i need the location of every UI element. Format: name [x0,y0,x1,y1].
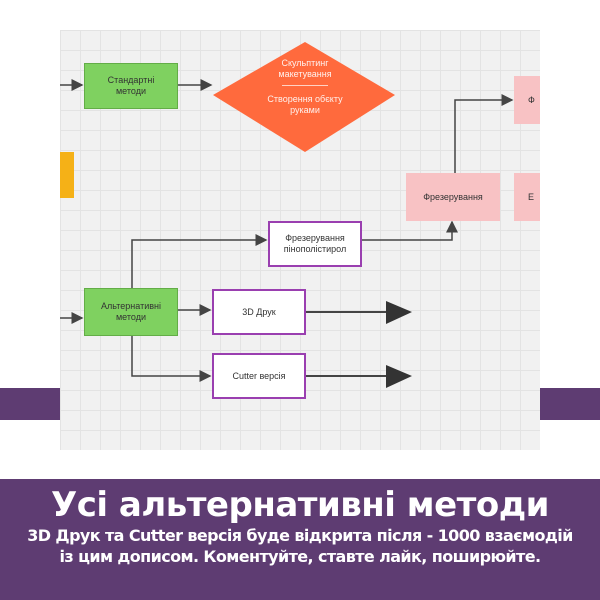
edge-diamond-to-top-right [454,94,514,180]
caption-panel: Усі альтернативні методи 3D Друк та Cutt… [0,479,600,600]
arrowhead-cutter-output [386,365,412,388]
milling-foam-label: Фрезерування пінополістирол [283,233,347,254]
milling-foam-node: Фрезерування пінополістирол [268,221,362,267]
diamond-divider [282,85,328,86]
standard-methods-label: Стандартні методи [107,75,155,96]
top-right-partial-label: Ф [528,94,535,105]
decision-diamond [213,42,395,152]
standard-methods-node: Стандартні методи [84,63,178,109]
print-3d-node: 3D Друк [212,289,306,335]
edge-foam-to-milling [362,220,458,241]
milling-node: Фрезерування [406,173,500,221]
caption-title: Усі альтернативні методи [51,485,549,525]
milling-label: Фрезерування [423,191,483,202]
caption-line-2: із цим дописом. Коментуйте, ставте лайк,… [59,547,541,566]
arrowhead-3d-output [386,301,412,324]
cutter-version-node: Cutter версія [212,353,306,399]
alternative-methods-label: Альтернативні методи [101,301,161,322]
partial-yellow-node [60,152,74,198]
connectors-layer [60,42,514,388]
caption-line-1: 3D Друк та Cutter версія буде відкрита п… [27,526,573,545]
print-3d-label: 3D Друк [242,306,276,317]
diamond-text-top: Скульптинг макетування [278,58,332,79]
edge-alternative-to-cutter [131,336,212,382]
alternative-methods-node: Альтернативні методи [84,288,178,336]
right-partial-label: Е [528,191,535,202]
top-right-partial-node: Ф [514,76,540,124]
right-partial-node: Е [514,173,540,221]
edge-alternative-to-foam [131,234,268,292]
cutter-version-label: Cutter версія [232,370,286,381]
diagram-canvas: Стандартні методи Скульптинг макетування… [60,30,540,450]
diamond-text-bottom: Створення обєкту руками [267,94,343,115]
